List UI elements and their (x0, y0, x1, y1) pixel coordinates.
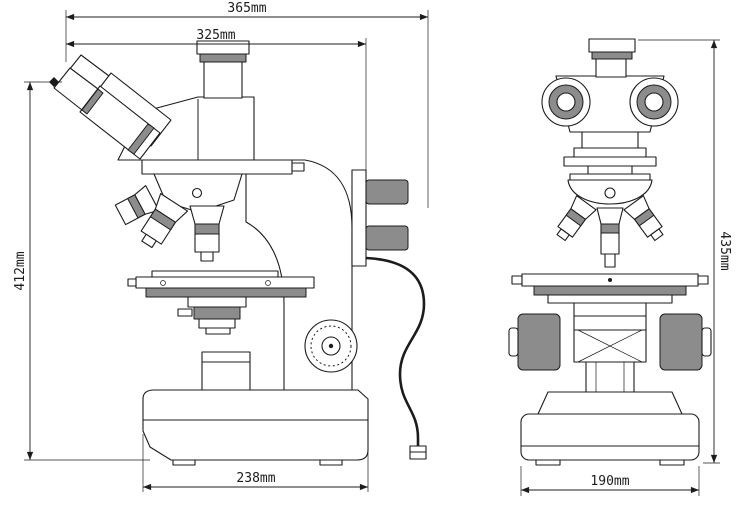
dim-arm-depth-325: 325mm (66, 28, 367, 172)
dimension-annotations: 365mm 325mm 412mm 238mm 435mm (13, 1, 732, 496)
condenser-knob (177, 308, 193, 317)
dim-label-overall-depth: 365mm (227, 1, 266, 16)
side-objective-angled-1 (140, 193, 189, 249)
side-slider-knob-lower (365, 225, 409, 251)
turret-hub (191, 187, 203, 199)
side-foot-left (172, 459, 196, 466)
front-focus-knob-left (508, 313, 561, 371)
diopter-ring (81, 88, 104, 115)
phototube-ring (199, 53, 247, 63)
dim-label-base-depth: 238mm (236, 471, 275, 486)
front-nosepiece (567, 173, 653, 205)
stage-left-bracket (127, 278, 137, 287)
dim-label-overall-height: 435mm (717, 231, 732, 270)
front-view (508, 38, 712, 466)
slide-holder (151, 270, 279, 278)
front-phototube (595, 58, 627, 78)
front-stage-lower (533, 285, 687, 296)
tube-collar (127, 123, 155, 155)
front-phototube-ring (591, 51, 633, 60)
side-condenser (177, 296, 247, 335)
front-head (541, 38, 679, 175)
dim-base-width-190: 190mm (520, 466, 700, 496)
dim-label-arm-depth: 325mm (196, 28, 235, 43)
front-focus-knob-right (659, 313, 712, 371)
eye-point-marker-icon (49, 77, 59, 87)
nosepiece-screw (291, 162, 305, 172)
front-foot-right (659, 459, 685, 466)
side-view (53, 40, 427, 466)
side-filter-slider-plate (351, 169, 409, 267)
dim-overall-height-435: 435mm (638, 39, 732, 464)
side-foot-right (319, 459, 343, 466)
side-objective-vertical (189, 205, 225, 262)
lamp-housing (201, 351, 251, 391)
front-turret-hub (604, 187, 616, 199)
dim-base-depth-238: 238mm (142, 434, 369, 492)
front-foot-left (535, 459, 561, 466)
front-eyepiece-right (629, 77, 679, 127)
fine-focus-cap-right (701, 327, 712, 357)
front-eyepiece-left (541, 77, 591, 127)
dim-label-eyepoint-height: 412mm (13, 251, 28, 290)
side-focus-knob (304, 319, 358, 373)
dim-overall-depth-365: 365mm (65, 1, 429, 208)
eyepiece-front (53, 67, 161, 160)
front-objective-left (556, 195, 597, 242)
side-base (142, 389, 369, 466)
side-stage (127, 270, 315, 298)
stage-lower-plate (145, 287, 307, 298)
fine-focus-cap-left (508, 327, 519, 357)
dim-eyepoint-height-412: 412mm (13, 77, 150, 461)
front-objective-right (623, 195, 664, 242)
front-base (520, 391, 700, 466)
stage-plate (135, 276, 315, 289)
front-column (585, 361, 635, 395)
dim-label-base-width: 190mm (590, 474, 629, 489)
front-stage (511, 273, 709, 304)
filter-holder (205, 327, 231, 335)
phototube (203, 61, 243, 99)
side-slider-knob-upper (365, 179, 409, 205)
side-objective-angled-2 (114, 185, 160, 226)
front-substage-frame (573, 299, 647, 395)
front-phototube-cap (588, 38, 636, 53)
power-cord (365, 256, 427, 460)
condenser-ring (193, 306, 241, 320)
front-objective-center (596, 207, 624, 268)
